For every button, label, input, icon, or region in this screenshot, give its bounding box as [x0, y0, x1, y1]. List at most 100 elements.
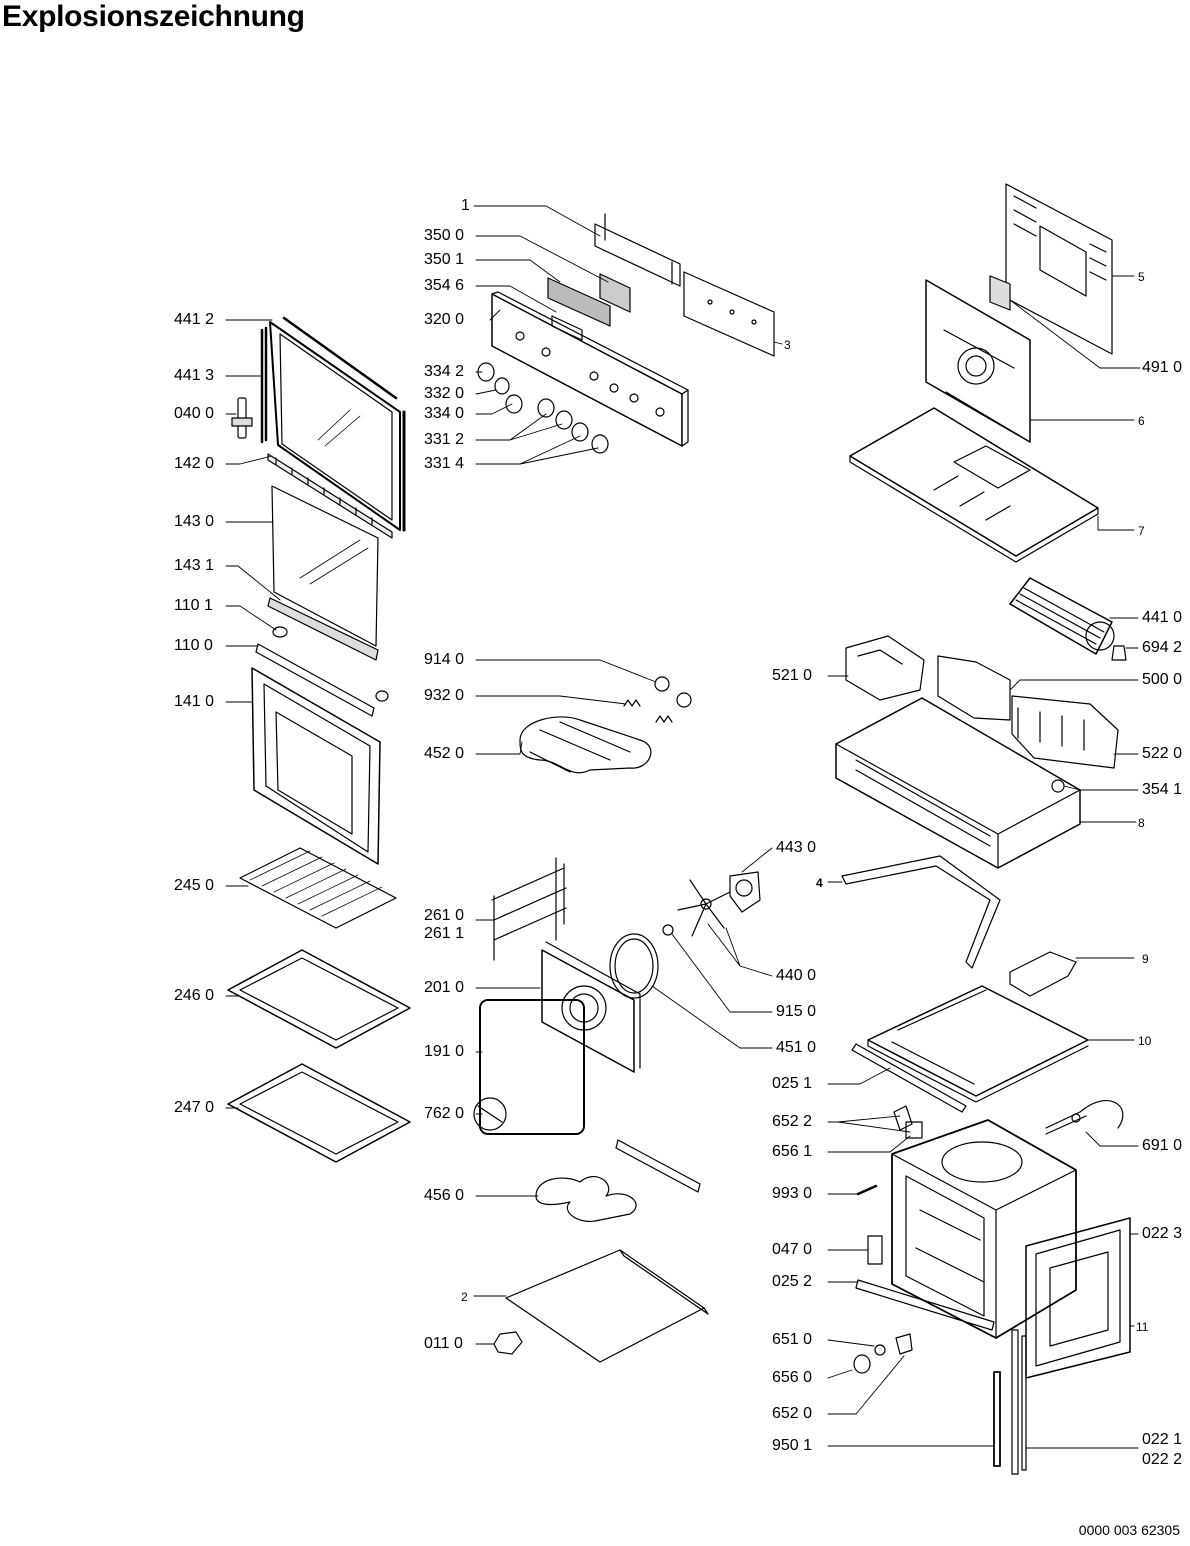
- callout-191-0: 191 0: [424, 1043, 465, 1060]
- grill-element-part: [519, 716, 652, 774]
- door-clip-part: [272, 626, 389, 702]
- switch-block-part: [937, 655, 1011, 721]
- callout-332-0: 332 0: [424, 385, 465, 402]
- callout-914-0: 914 0: [424, 651, 465, 668]
- callout-522-0: 522 0: [1142, 745, 1183, 762]
- callout-331-2: 331 2: [424, 431, 465, 448]
- callout-201-0: 201 0: [424, 979, 465, 996]
- door-seal-strip-part: [993, 1371, 1001, 1467]
- callout-350-1: 350 1: [424, 251, 465, 268]
- callout-443-0: 443 0: [776, 839, 817, 856]
- callout-441-3: 441 3: [174, 367, 215, 384]
- callout-9: 9: [1142, 952, 1149, 966]
- relay-box-part: [845, 635, 925, 701]
- callout-3: 3: [784, 338, 791, 352]
- callout-4: 4: [816, 876, 823, 890]
- callout-040-0: 040 0: [174, 405, 215, 422]
- callout-245-0: 245 0: [174, 877, 215, 894]
- page-title: Explosionszeichnung: [2, 0, 305, 33]
- callout-656-1: 656 1: [772, 1143, 813, 1160]
- fan-ring-part: [609, 933, 659, 999]
- rear-control-plate-part: [683, 271, 775, 357]
- lower-heating-element-part: [535, 1139, 701, 1222]
- callout-11: 11: [1136, 1320, 1149, 1334]
- callout-025-2: 025 2: [772, 1273, 813, 1290]
- callout-025-1: 025 1: [772, 1075, 813, 1092]
- callout-691-0: 691 0: [1142, 1137, 1183, 1154]
- door-trim-bar-part: [255, 643, 375, 717]
- oven-seal-part: [479, 999, 585, 1135]
- hinge-bracket-part: [867, 1235, 883, 1265]
- callout-10: 10: [1138, 1034, 1152, 1048]
- callout-022-1: 022 1: [1142, 1431, 1183, 1448]
- callout-143-0: 143 0: [174, 513, 215, 530]
- callout-950-1: 950 1: [772, 1437, 813, 1454]
- baking-tray-part: [227, 949, 411, 1049]
- callout-246-0: 246 0: [174, 987, 215, 1004]
- oven-rack-part: [239, 847, 397, 929]
- callout-047-0: 047 0: [772, 1241, 813, 1258]
- callout-142-0: 142 0: [174, 455, 215, 472]
- control-box-part: [1011, 695, 1119, 769]
- callout-932-0: 932 0: [424, 687, 465, 704]
- bottom-tray-part: [867, 985, 1089, 1103]
- temperature-sensor-part: [1045, 1100, 1124, 1135]
- lamp-cover-part: [473, 1097, 507, 1131]
- terminal-block-part: [989, 275, 1011, 311]
- callout-354-1: 354 1: [1142, 781, 1183, 798]
- fan-cover-part: [541, 941, 641, 1073]
- top-cover-part: [849, 407, 1099, 563]
- electronics-tray-part: [835, 697, 1081, 869]
- side-panel-part: [1025, 1217, 1131, 1379]
- callout-2: 2: [461, 1290, 468, 1304]
- callout-261-1: 261 1: [424, 925, 465, 942]
- enamel-tray-part: [227, 1063, 411, 1163]
- rail-bar-part: [851, 1043, 967, 1113]
- outer-door-glass-part: [251, 667, 381, 865]
- door-frame-part: [260, 316, 406, 532]
- fan-motor-part: [729, 871, 761, 913]
- callout-652-2: 652 2: [772, 1113, 813, 1130]
- document-number: 0000 003 62305: [1078, 1522, 1180, 1538]
- thermostat-part: [1111, 645, 1127, 661]
- bottom-plate-part: [505, 1249, 709, 1363]
- callout-441-0: 441 0: [1142, 609, 1183, 626]
- callout-915-0: 915 0: [776, 1003, 817, 1020]
- small-bracket-part: [1009, 951, 1077, 997]
- control-board-part: [547, 273, 631, 327]
- glass-holder-strip-part: [267, 597, 379, 661]
- callout-7: 7: [1138, 524, 1145, 538]
- callout-247-0: 247 0: [174, 1099, 215, 1116]
- callout-762-0: 762 0: [424, 1105, 465, 1122]
- callout-656-0: 656 0: [772, 1369, 813, 1386]
- callout-334-2: 334 2: [424, 363, 465, 380]
- callout-1: 1: [461, 197, 470, 214]
- callout-5: 5: [1138, 270, 1145, 284]
- screw-part: [856, 1184, 878, 1196]
- callout-331-4: 331 4: [424, 455, 465, 472]
- door-vent-strip-part: [267, 453, 393, 539]
- frame-strut-part: [841, 855, 1001, 969]
- control-panel-bracket-part: [594, 213, 681, 287]
- callout-143-1: 143 1: [174, 557, 215, 574]
- callout-451-0: 451 0: [776, 1039, 817, 1056]
- inner-glass-part: [271, 485, 379, 647]
- adjustable-foot-part: [493, 1331, 523, 1355]
- callout-350-0: 350 0: [424, 227, 465, 244]
- grill-nuts-part: [654, 676, 692, 708]
- callout-320-0: 320 0: [424, 311, 465, 328]
- fan-blade-part: [662, 879, 731, 937]
- oven-cavity-part: [891, 1119, 1077, 1339]
- callout-334-0: 334 0: [424, 405, 465, 422]
- callout-452-0: 452 0: [424, 745, 465, 762]
- side-rails-part: [491, 857, 567, 961]
- callout-500-0: 500 0: [1142, 671, 1183, 688]
- control-panel-fascia-part: [491, 291, 689, 447]
- control-knobs-part: [477, 362, 609, 454]
- callout-441-2: 441 2: [174, 311, 215, 328]
- side-trim-part: [1011, 1329, 1027, 1475]
- callout-110-0: 110 0: [174, 637, 213, 654]
- door-hinge-part: [231, 397, 253, 439]
- lamp-holder-part: [893, 1105, 923, 1139]
